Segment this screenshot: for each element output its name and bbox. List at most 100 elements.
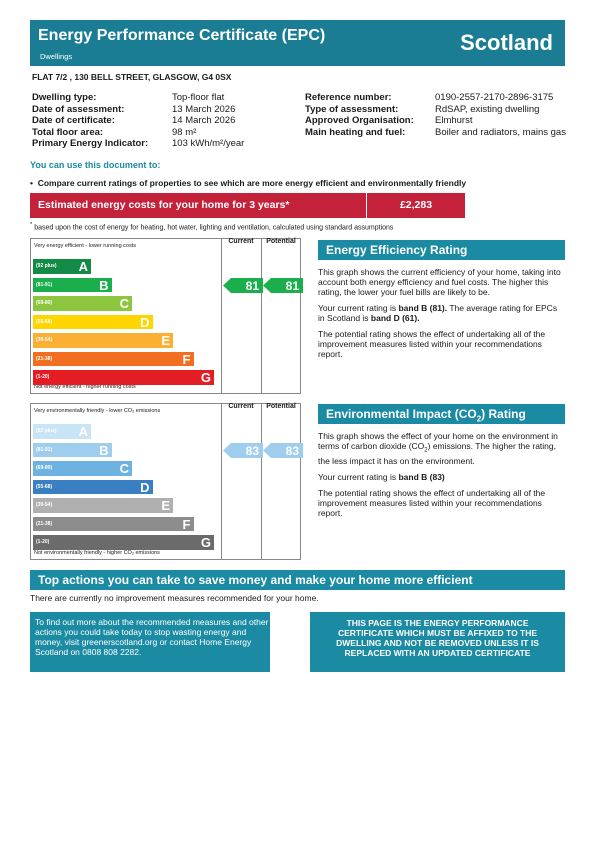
detail-row: Total floor area:98 m² [32,127,244,139]
heading-text: ) Rating [481,407,526,421]
rating-band-g: (1-20)G [33,535,214,550]
band-range: (69-80) [36,465,53,471]
country-label: Scotland [460,30,553,55]
rating-band-e: (39-54)E [33,333,173,348]
rating-band-c: (69-80)C [33,296,132,311]
affix-notice-box: THIS PAGE IS THE ENERGY PERFORMANCE CERT… [310,612,565,672]
band-letter: F [182,516,191,532]
energy-efficiency-text: This graph shows the current efficiency … [318,267,565,365]
potential-column-header: Potential [266,403,296,410]
heading-text: Environmental Impact (CO [326,407,477,421]
band-letter: B [99,277,109,293]
epc-header: Energy Performance Certificate (EPC) Dwe… [30,20,565,66]
text-run: The average rating for EPCs in Scotland … [318,303,558,323]
energy-efficiency-chart: Current Potential Very energy efficient … [30,238,303,394]
text-run: Your current rating is [318,303,399,313]
detail-label: Main heating and fuel: [305,126,406,138]
detail-row: Reference number: 0190-2557-2170-2896-317… [305,92,571,104]
certificate-subtitle: Dwellings [40,52,73,61]
heading-subscript: 2 [476,414,482,424]
text-run: This graph shows the effect of your home… [318,431,558,451]
environmental-impact-chart: Current Potential Very environmentally f… [30,403,303,560]
column-divider [261,239,262,393]
detail-row: Date of assessment:13 March 2026 [32,104,244,116]
column-divider [221,404,222,559]
property-address: FLAT 7/2 , 130 BELL STREET, GLASGOW, G4 … [32,72,232,82]
column-divider [261,404,262,559]
rating-band-b: (81-91)B [33,277,112,293]
certificate-title: Energy Performance Certificate (EPC) [38,27,326,44]
detail-value: 98 m² [172,126,197,138]
current-rating-value: 83 [245,443,259,458]
band-letter: E [161,333,170,348]
current-column-header: Current [228,403,254,410]
detail-label: Date of certificate: [32,115,115,126]
average-band: band D (61). [370,313,420,323]
energy-efficiency-heading: Energy Efficiency Rating [318,240,565,260]
rating-band-a: (92 plus)A [33,259,91,274]
current-column-header: Current [228,238,254,245]
detail-value: 103 kWh/m²/year [172,138,245,149]
energy-cost-note: * based upon the cost of energy for heat… [30,222,393,231]
use-document-heading: You can use this document to: [30,160,161,170]
detail-row: Dwelling type:Top-floor flat [32,92,244,104]
band-range: (39-54) [36,502,53,508]
band-range: (1-20) [36,539,50,545]
band-letter: A [78,424,88,439]
band-letter: E [161,498,170,513]
current-band: band B (83) [398,471,445,482]
environmental-impact-text: This graph shows the effect of your home… [318,431,565,524]
band-range: (21-38) [36,520,53,527]
band-range: (55-68) [36,483,53,490]
detail-label: Date of assessment: [32,103,125,115]
energy-cost-value: £2,283 [366,193,465,218]
top-actions-heading: Top actions you can take to save money a… [30,570,565,590]
arrow-shape [223,277,263,293]
rating-band-g: (1-20)G [33,370,214,385]
details-right: Reference number: 0190-2557-2170-2896-317… [305,92,571,138]
compare-bullet-text: Compare current ratings of properties to… [37,178,467,188]
band-range: (92 plus) [36,428,57,434]
detail-row: Date of certificate: 14 March 2026 [32,115,244,127]
chart-top-label: Very environmentally friendly - lower CO… [34,408,161,414]
chart-bottom-label: Not environmentally friendly - higher CO… [34,550,160,556]
detail-value: Elmhurst [435,115,473,126]
more-info-box: To find out more about the recommended m… [30,612,270,672]
detail-row: Primary Energy Indicator:103 kWh/m²/year [32,138,244,150]
band-letter: A [78,259,88,274]
rating-band-d: (55-68)D [33,314,153,330]
current-rating-arrow: 83 [223,442,263,458]
detail-value: Top-floor flat [172,92,225,103]
potential-rating-arrow: 83 [263,442,303,458]
detail-row: Main heating and fuel: Boiler and radiato… [305,127,571,139]
detail-value: 0190-2557-2170-2896-3175 [435,92,554,103]
energy-efficiency-potential-para: The potential rating shows the effect of… [318,329,546,359]
potential-column-header: Potential [266,238,296,245]
energy-cost-bar: Estimated energy costs for your home for… [30,193,465,218]
environmental-impact-potential-para: The potential rating shows the effect of… [318,487,546,518]
detail-row: Approved Organisation: Elmhurst [305,115,571,127]
environmental-impact-para: This graph shows the effect of your home… [318,431,565,466]
current-band: band B (81). [398,303,448,313]
detail-value: 14 March 2026 [172,115,236,126]
band-letter: C [119,461,129,476]
potential-rating-arrow: 81 [263,277,303,293]
energy-efficiency-para: This graph shows the current efficiency … [318,267,561,297]
rating-band-f: (21-38)F [33,351,194,367]
rating-band-a: (92 plus) A [33,424,91,439]
detail-value: Boiler and radiators, mains gas [435,126,566,138]
rating-band-f: (21-38) F [33,516,194,532]
current-rating-arrow: 81 [223,277,263,293]
compare-bullet: • Compare current ratings of properties … [30,178,467,188]
details-left: Dwelling type:Top-floor flat Date of ass… [32,92,244,150]
detail-label: Reference number: [305,92,392,103]
energy-efficiency-current-para: Your current rating is band B (81). The … [318,303,565,323]
detail-row: Type of assessment:RdSAP, existing dwell… [305,104,571,116]
rating-band-d: (55-68)D [33,479,153,495]
detail-label: Type of assessment: [305,103,399,115]
text-run: Your current rating is [318,471,399,482]
footnote-mark: * [30,222,33,228]
arrow-shape [223,442,263,458]
detail-label: Approved Organisation: [305,115,414,126]
arrow-shape [263,442,303,458]
